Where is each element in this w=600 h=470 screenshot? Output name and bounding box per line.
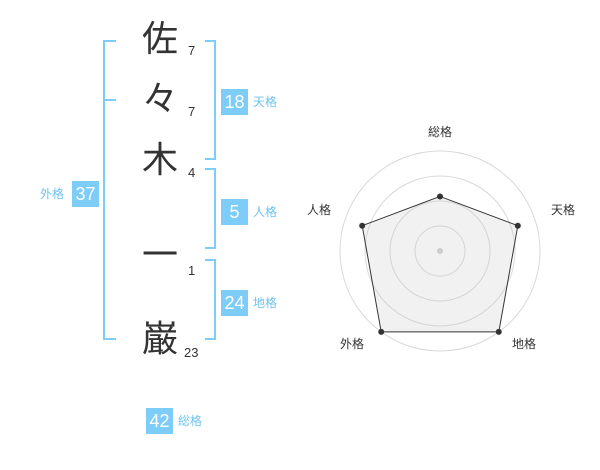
name-char-5: 巌	[141, 319, 178, 360]
radar-label-jinkaku: 人格	[307, 203, 332, 217]
radar-ring	[414, 225, 466, 277]
radar-point-1	[437, 193, 443, 200]
tenkaku-label: 天格	[253, 95, 278, 109]
name-char-2: 々	[141, 79, 178, 120]
radar-point-5	[359, 222, 366, 229]
stroke-count-5: 23	[184, 345, 199, 360]
stroke-count-4: 1	[188, 263, 196, 278]
tenkaku-bracket	[205, 40, 216, 160]
soukaku-label: 総格	[178, 414, 203, 428]
radar-center	[437, 248, 443, 254]
jinkaku-value: 5	[221, 199, 248, 225]
radar-point-2	[514, 222, 521, 229]
radar-label-tenkaku: 天格	[551, 203, 576, 217]
radar-ring	[389, 200, 491, 302]
stroke-count-3: 4	[188, 165, 196, 180]
radar-ring	[364, 175, 516, 327]
radar-point-3	[495, 328, 502, 335]
gaikaku-value: 37	[72, 181, 99, 207]
chikaku-bracket	[205, 259, 216, 340]
gaikaku-label: 外格	[40, 187, 65, 201]
tenkaku-value: 18	[221, 89, 248, 115]
radar-label-gaikaku: 外格	[340, 337, 365, 351]
soukaku-value: 42	[146, 408, 173, 434]
radar-label-chikaku: 地格	[512, 337, 537, 351]
stroke-count-2: 7	[188, 104, 196, 119]
chikaku-value: 24	[221, 290, 248, 316]
jinkaku-label: 人格	[253, 205, 278, 219]
radar-label-soukaku: 総格	[428, 125, 453, 139]
radar-point-4	[378, 328, 385, 335]
jinkaku-bracket	[205, 168, 216, 249]
radar-polygon	[361, 195, 519, 333]
name-char-1: 佐	[141, 19, 178, 60]
gaikaku-bracket	[103, 40, 116, 340]
chikaku-label: 地格	[253, 296, 278, 310]
name-char-4: 一	[141, 235, 178, 276]
stroke-count-1: 7	[188, 43, 196, 58]
name-char-3: 木	[141, 140, 178, 181]
